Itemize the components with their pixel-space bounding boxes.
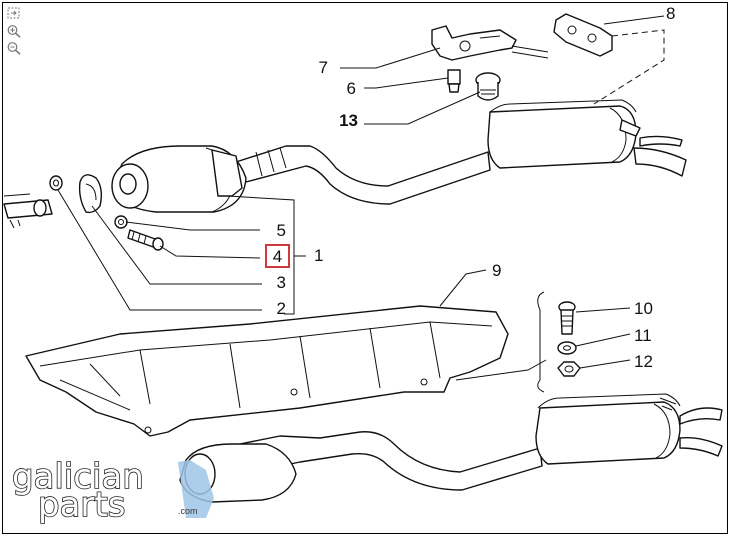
heat-shield-part-9[interactable] (25, 305, 509, 437)
callout-11[interactable]: 11 (634, 326, 652, 345)
callout-5[interactable]: 5 (277, 221, 286, 240)
bolt-part-6[interactable] (447, 69, 461, 93)
bracket-part-7[interactable] (431, 25, 549, 61)
leader-9-lower (455, 359, 547, 381)
leader-2 (57, 189, 262, 311)
washer-part-5[interactable] (114, 215, 128, 229)
watermark-map-shape (178, 460, 214, 518)
selected-callout-highlight (265, 244, 290, 268)
leader-10 (575, 307, 631, 313)
fit-window-icon[interactable] (6, 6, 22, 20)
bolt-part-4[interactable] (127, 229, 164, 251)
hardware-bracket (537, 291, 545, 393)
leader-6 (364, 77, 449, 89)
clamp-part-3[interactable] (78, 174, 103, 214)
leader-11 (575, 333, 631, 347)
callout-12[interactable]: 12 (634, 352, 653, 371)
zoom-in-icon[interactable] (6, 24, 22, 38)
centre-silencer-part-1[interactable] (111, 145, 247, 213)
callout-1[interactable]: 1 (314, 246, 323, 265)
nut-part-2[interactable] (49, 175, 63, 191)
callout-8[interactable]: 8 (666, 4, 675, 23)
leader-9 (439, 269, 487, 307)
grommet-part-13[interactable] (475, 72, 501, 101)
callout-2[interactable]: 2 (277, 299, 286, 318)
intermediate-pipe[interactable] (235, 145, 491, 205)
leader-5 (125, 221, 260, 231)
hanger-dashed-link (593, 29, 665, 105)
callout-4[interactable]: 4 (273, 247, 282, 266)
zoom-out-icon[interactable] (6, 41, 22, 55)
watermark-line2: parts (38, 485, 125, 525)
leader-8 (603, 15, 665, 25)
callout-3[interactable]: 3 (277, 273, 286, 292)
callout-10[interactable]: 10 (634, 299, 653, 318)
bolt-part-10[interactable] (558, 301, 576, 335)
callout-9[interactable]: 9 (492, 261, 501, 280)
front-downpipe-stub (3, 193, 53, 229)
leader-3 (91, 205, 262, 285)
rear-silencer-top[interactable] (487, 99, 687, 177)
leader-12 (579, 359, 631, 369)
hanger-part-8[interactable] (553, 13, 613, 57)
nut-part-12[interactable] (557, 361, 581, 377)
bracket-1 (227, 195, 295, 315)
callout-13[interactable]: 13 (339, 111, 358, 130)
callout-7[interactable]: 7 (319, 58, 328, 77)
callout-6[interactable]: 6 (347, 79, 356, 98)
watermark-line1: galician (12, 457, 144, 497)
watermark-logo: galician parts .com (11, 456, 214, 526)
watermark-suffix: .com (178, 506, 198, 516)
assembled-exhaust-lower (179, 393, 723, 503)
leader-7 (340, 47, 441, 69)
leader-13 (364, 91, 481, 125)
leader-4 (159, 245, 261, 259)
washer-part-11[interactable] (557, 341, 577, 355)
